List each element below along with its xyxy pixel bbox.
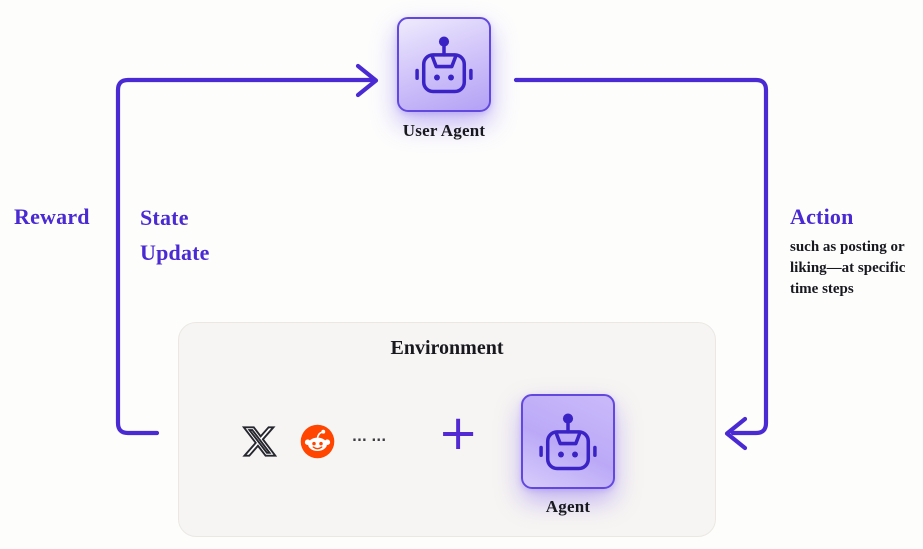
arrow-action [513,77,769,451]
state-update-line2: Update [140,240,210,265]
user-agent-label: User Agent [402,121,486,140]
agent-label: Agent [545,497,591,516]
action-description: such as posting or liking—at specific ti… [790,237,923,300]
reddit-icon [300,424,335,459]
state-update-line1: State [140,205,189,230]
action-description-line2: liking—at specific [790,260,906,276]
environment-title: Environment [390,337,504,359]
agent-robot-icon [521,394,615,489]
action-description-line3: time steps [790,281,854,297]
ellipsis-dots: ... ... [352,430,387,445]
action-label: Action [790,204,854,229]
reward-label: Reward [14,204,90,229]
robot-icon [415,34,473,93]
state-update-label: State Update [140,200,210,270]
arrow-state-update [115,63,379,436]
robot-icon [539,411,597,470]
user-agent-robot-icon [397,17,491,112]
action-description-line1: such as posting or [790,239,905,255]
plus-icon: + [438,405,479,461]
x-logo-icon [242,426,277,457]
